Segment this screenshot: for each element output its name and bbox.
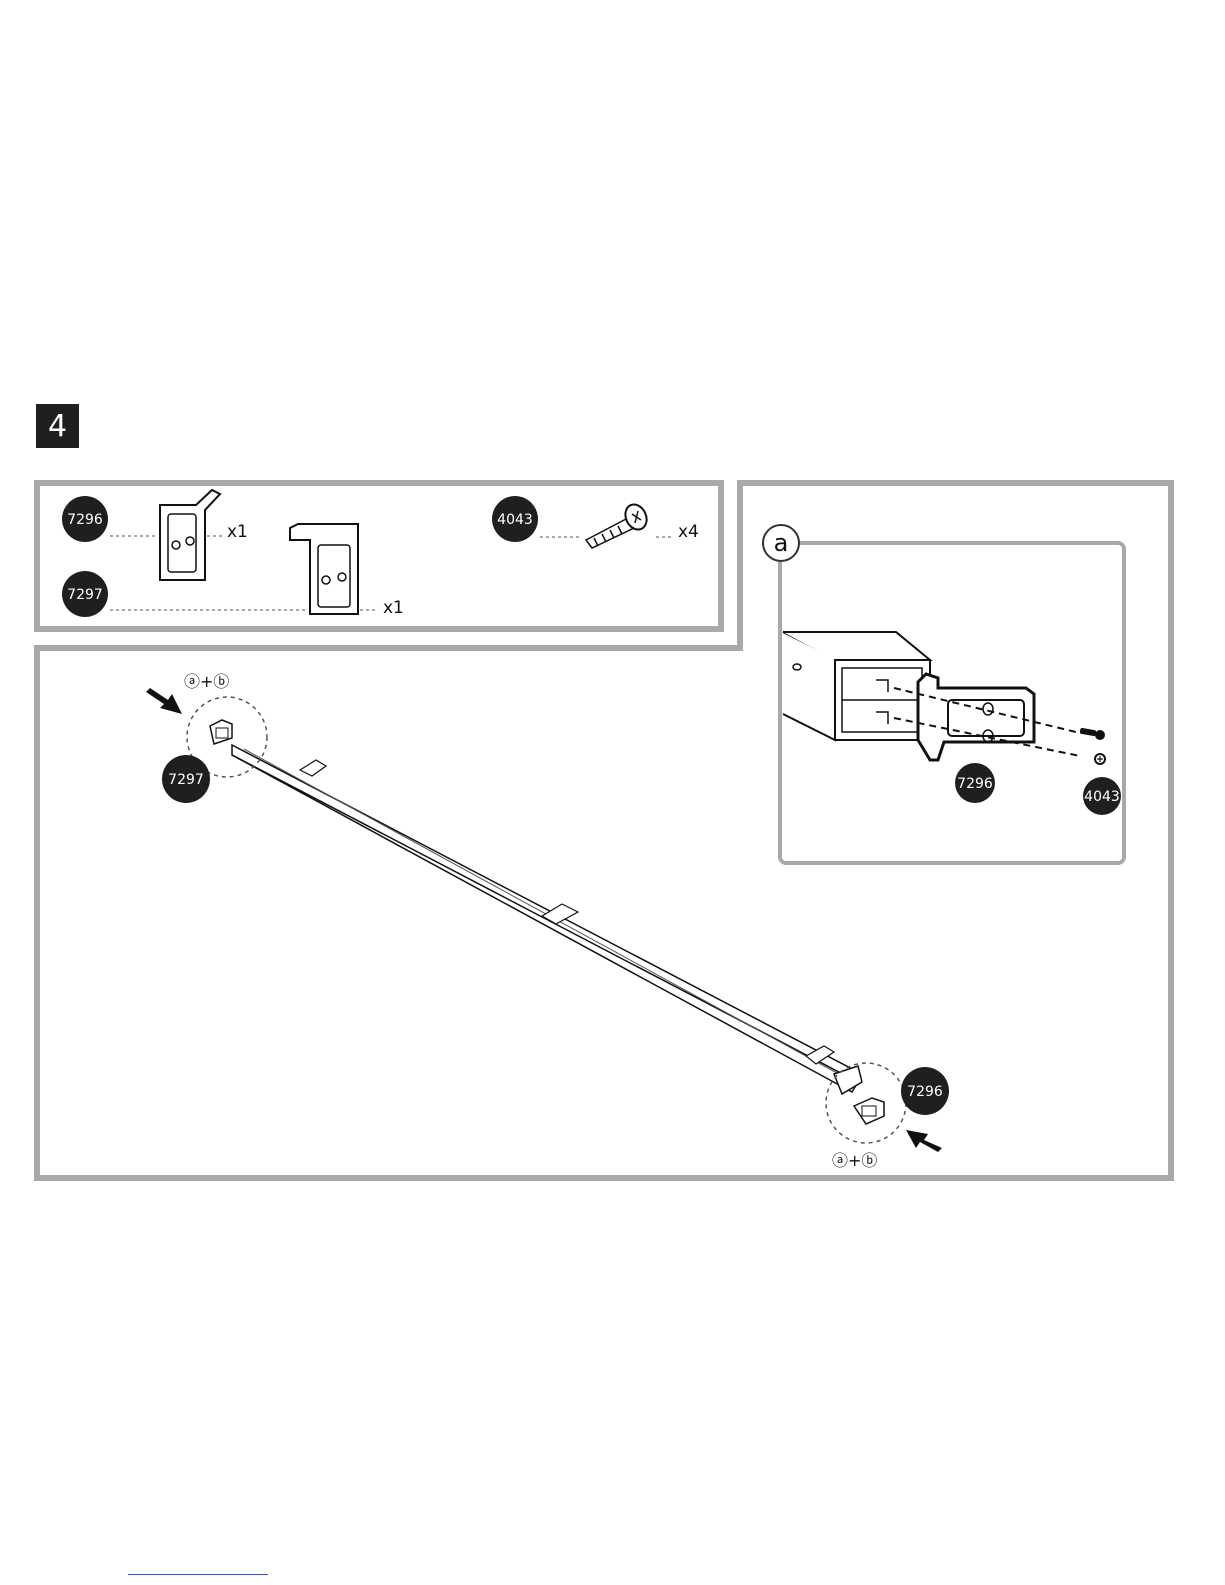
part-7296-id: 7296 (67, 512, 103, 528)
part-7296-qty: x1 (227, 522, 248, 542)
left-part-id: 7297 (168, 772, 204, 788)
detail-label-text: a (774, 529, 789, 557)
left-callout-label: ⓐ+ⓑ (184, 672, 229, 691)
right-arrow-icon (906, 1130, 942, 1152)
detail-bracket-id: 7296 (957, 776, 993, 792)
rail-end-detail (783, 632, 930, 740)
screw-head-icon (1095, 754, 1105, 764)
right-callout-label: ⓐ+ⓑ (832, 1151, 877, 1170)
part-4043-id: 4043 (497, 512, 533, 528)
footer-link-line (128, 1574, 268, 1575)
main-illustration-frame (37, 483, 1171, 1178)
long-rail (232, 745, 862, 1094)
part-7297-id: 7297 (67, 587, 103, 603)
bracket-7297-icon (290, 524, 358, 614)
left-arrow-icon (146, 688, 182, 714)
part-7296-entry: 7296 x1 (62, 490, 248, 580)
screw-icon (1080, 728, 1105, 740)
part-4043-entry: 4043 x4 (492, 496, 699, 548)
detail-label: a (763, 525, 799, 561)
part-4043-qty: x4 (678, 522, 699, 542)
part-7297-qty: x1 (383, 598, 404, 618)
bracket-7296-icon (160, 490, 220, 580)
screw-4043-icon (586, 501, 651, 548)
parts-list-frame (37, 483, 721, 629)
detail-screw-id: 4043 (1084, 789, 1120, 805)
right-part-id: 7296 (907, 1084, 943, 1100)
